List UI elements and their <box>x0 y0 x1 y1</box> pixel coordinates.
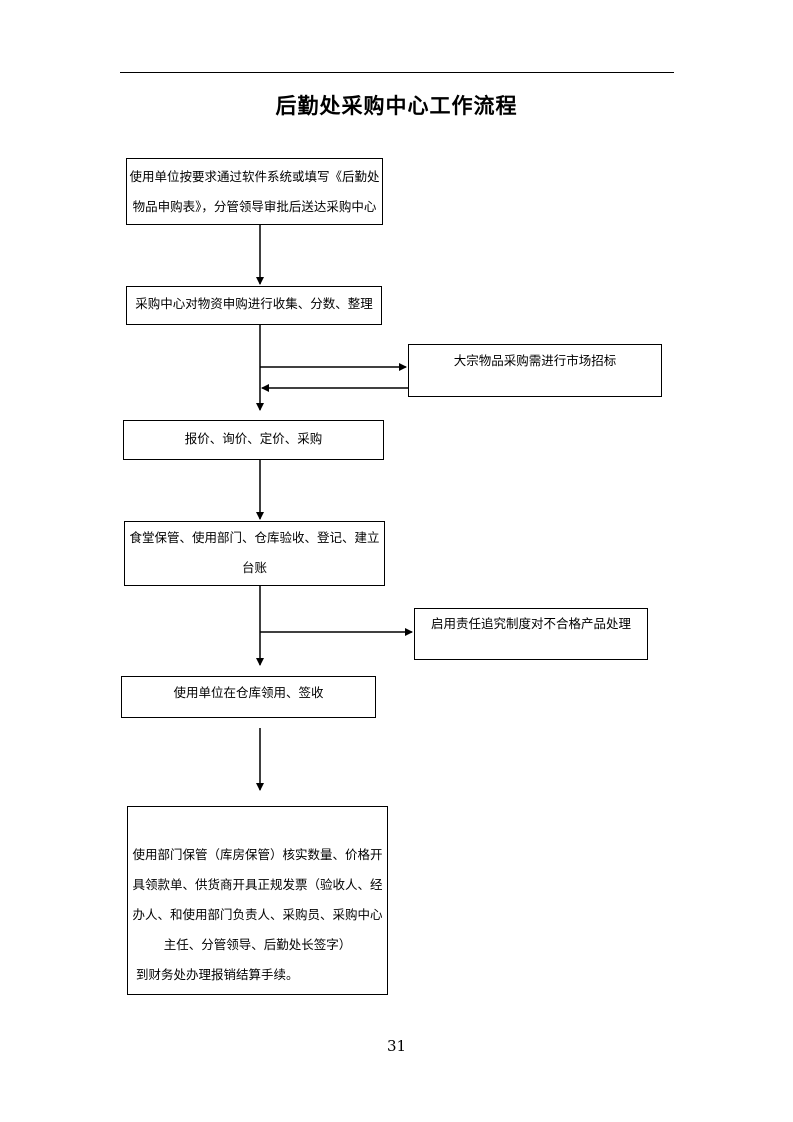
side-accountability-text: 启用责任追究制度对不合格产品处理 <box>430 616 631 631</box>
step-quote-purchase: 报价、询价、定价、采购 <box>123 420 384 460</box>
step-settlement-line5: 到财务处办理报销结算手续。 <box>136 967 299 982</box>
step-settlement-line3: 办人、和使用部门负责人、采购员、采购中心 <box>132 907 383 922</box>
step-submit-request-line2: 物品申购表》，分管领导审批后送达采购中心 <box>132 199 377 214</box>
header-rule <box>120 72 674 73</box>
step-settlement: 使用部门保管（库房保管）核实数量、价格开 具领款单、供货商开具正规发票（验收人、… <box>127 806 388 995</box>
step-submit-request: 使用单位按要求通过软件系统或填写《后勤处 物品申购表》，分管领导审批后送达采购中… <box>126 158 383 225</box>
side-market-tender: 大宗物品采购需进行市场招标 <box>408 344 662 397</box>
side-market-tender-text: 大宗物品采购需进行市场招标 <box>453 353 617 368</box>
step-acceptance-registration: 食堂保管、使用部门、仓库验收、登记、建立 台账 <box>124 521 385 586</box>
step-settlement-line4: 主任、分管领导、后勤处长签字） <box>163 937 352 952</box>
step-acceptance-line1: 食堂保管、使用部门、仓库验收、登记、建立 <box>129 530 380 545</box>
step-acceptance-line2: 台账 <box>241 560 267 575</box>
step-collect-requests: 采购中心对物资申购进行收集、分数、整理 <box>126 286 382 325</box>
step-quote-purchase-text: 报价、询价、定价、采购 <box>184 431 323 446</box>
step-settlement-line2: 具领款单、供货商开具正规发票（验收人、经 <box>132 877 383 892</box>
step-collect-requests-text: 采购中心对物资申购进行收集、分数、整理 <box>135 296 373 311</box>
step-collect-sign-text: 使用单位在仓库领用、签收 <box>173 685 324 700</box>
step-submit-request-line1: 使用单位按要求通过软件系统或填写《后勤处 <box>129 169 380 184</box>
page-number: 31 <box>386 1037 407 1055</box>
page-title: 后勤处采购中心工作流程 <box>275 94 518 118</box>
step-settlement-line1: 使用部门保管（库房保管）核实数量、价格开 <box>132 847 383 862</box>
side-accountability: 启用责任追究制度对不合格产品处理 <box>414 608 648 660</box>
step-collect-sign: 使用单位在仓库领用、签收 <box>121 676 376 718</box>
